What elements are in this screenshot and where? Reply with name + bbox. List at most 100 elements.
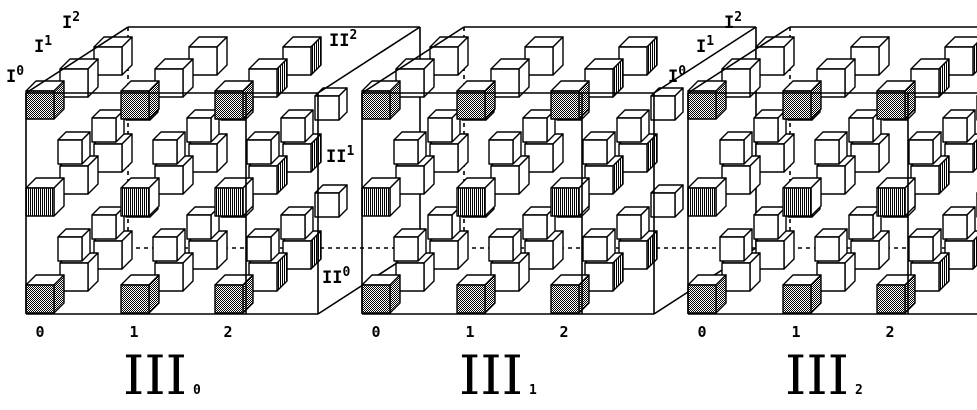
column-label-2: 2 [223,323,232,341]
step-cube-l1-r0-c0 [754,207,786,239]
cube-l1-r2-c2 [911,59,949,97]
cube-l2-r2-c1 [189,37,227,75]
step-cube-l2-r1-c2 [315,88,347,120]
layer-label-0: I0 [6,64,24,87]
cube-l2-r2-c2 [945,37,977,75]
layer-label-0: I0 [668,64,686,87]
step-cube-l0-r0-c2 [909,229,941,261]
column-label-2: 2 [559,323,568,341]
cube-l0-r2-c2 [877,81,915,119]
column-label-0: 0 [35,323,44,341]
step-cube-l0-r0-c2 [583,229,615,261]
cube-l1-r2-c0 [396,59,434,97]
cube-l0-r0-c1 [121,275,159,313]
cube-l0-r0-c0 [688,275,726,313]
layer-label-1: I1 [696,34,714,57]
step-cube-l0-r0-c1 [489,229,521,261]
step-cube-l1-r0-c0 [428,207,460,239]
cube-l0-r2-c2 [551,81,589,119]
step-cube-l0-r1-c0 [720,132,752,164]
layer-label-1: I1 [34,34,52,57]
cube-l0-r1-c1 [121,178,159,216]
step-cube-l0-r1-c2 [583,132,615,164]
cube-l2-r2-c1 [525,37,563,75]
step-cube-l2-r0-c2 [315,185,347,217]
step-cube-l1-r1-c0 [428,110,460,142]
step-cube-l0-r0-c0 [394,229,426,261]
cube-l0-r2-c0 [26,81,64,119]
cube-l0-r1-c0 [688,178,726,216]
step-cube-l1-r0-c2 [281,207,313,239]
layer-label-2: I2 [62,10,80,33]
cube-l0-r2-c0 [362,81,400,119]
cube-l0-r1-c1 [457,178,495,216]
cube-l1-r2-c2 [249,59,287,97]
step-cube-l2-r1-c2 [651,88,683,120]
step-cube-l0-r1-c2 [247,132,279,164]
column-label-0: 0 [371,323,380,341]
cube-l1-r2-c1 [491,59,529,97]
cube-l0-r1-c2 [877,178,915,216]
column-label-1: 1 [129,323,138,341]
cube-l0-r1-c0 [26,178,64,216]
layer-label-2: I2 [724,10,742,33]
step-cube-l0-r1-c1 [815,132,847,164]
cube-l0-r0-c1 [783,275,821,313]
cube-l2-r2-c0 [756,37,794,75]
cube-l2-r2-c2 [619,37,657,75]
cube-l2-r2-c0 [94,37,132,75]
step-cube-l1-r0-c2 [617,207,649,239]
cube-l0-r2-c0 [688,81,726,119]
step-cube-l1-r0-c0 [92,207,124,239]
cube-l0-r1-c2 [215,178,253,216]
cube-l0-r0-c0 [26,275,64,313]
step-cube-l1-r1-c1 [523,110,555,142]
cube-l0-r1-c2 [551,178,589,216]
cube-l2-r2-c0 [430,37,468,75]
cube-l0-r0-c2 [215,275,253,313]
column-label-1: 1 [791,323,800,341]
step-cube-l1-r0-c2 [943,207,975,239]
step-cube-l0-r1-c1 [489,132,521,164]
step-cube-l0-r1-c1 [153,132,185,164]
column-label-0: 0 [697,323,706,341]
cube-l0-r2-c1 [783,81,821,119]
row-label-2: II2 [329,28,357,51]
step-cube-l1-r1-c0 [754,110,786,142]
step-cube-l1-r1-c2 [943,110,975,142]
step-cube-l1-r1-c0 [92,110,124,142]
step-cube-l1-r0-c1 [849,207,881,239]
step-cube-l1-r1-c2 [281,110,313,142]
cube-l0-r0-c1 [457,275,495,313]
cube-l1-r2-c1 [155,59,193,97]
cube-l0-r0-c0 [362,275,400,313]
step-cube-l1-r1-c1 [187,110,219,142]
cube-l0-r0-c2 [877,275,915,313]
cube-l2-r2-c2 [283,37,321,75]
step-cube-l0-r1-c0 [394,132,426,164]
step-cube-l0-r0-c0 [720,229,752,261]
step-cube-l1-r0-c1 [187,207,219,239]
cube-l1-r2-c2 [585,59,623,97]
cube-l1-r2-c0 [722,59,760,97]
column-label-2: 2 [885,323,894,341]
row-label-1: II1 [326,144,354,167]
step-cube-l0-r1-c2 [909,132,941,164]
cube-l1-r2-c0 [60,59,98,97]
cube-l0-r0-c2 [551,275,589,313]
cube-l0-r2-c1 [457,81,495,119]
cube-l0-r2-c2 [215,81,253,119]
row-label-0: II0 [322,265,350,288]
cube-l2-r2-c1 [851,37,889,75]
step-cube-l1-r1-c2 [617,110,649,142]
step-cube-l0-r0-c0 [58,229,90,261]
cube-l0-r1-c1 [783,178,821,216]
step-cube-l0-r0-c2 [247,229,279,261]
column-label-1: 1 [465,323,474,341]
step-cube-l1-r1-c1 [849,110,881,142]
step-cube-l2-r0-c2 [651,185,683,217]
